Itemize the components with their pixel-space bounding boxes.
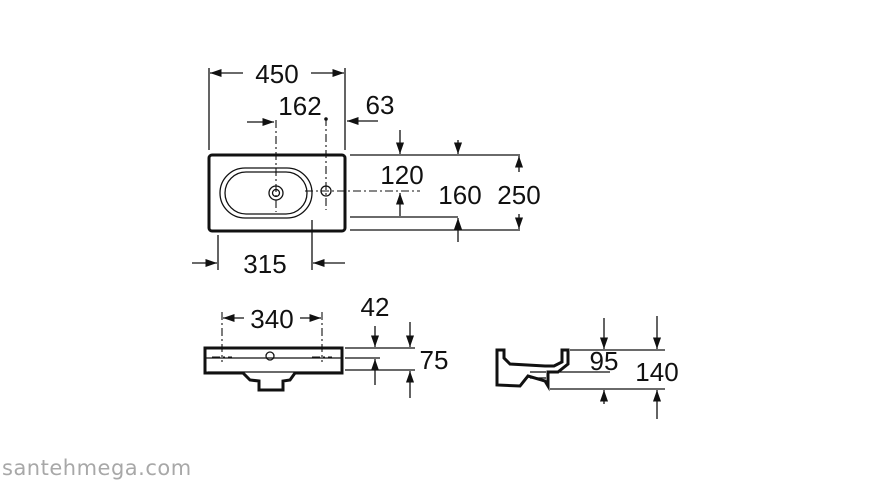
watermark: santehmega.com — [2, 456, 192, 480]
dim-edge-offset: 63 — [366, 90, 395, 120]
dim-front-height: 75 — [420, 345, 449, 375]
basin-outline-top — [207, 153, 347, 233]
bowl-inner — [224, 171, 308, 215]
dim-tap-offset: 162 — [278, 91, 321, 121]
top-view: 450 162 63 120 160 250 315 — [192, 59, 541, 279]
bowl-outline — [219, 167, 313, 219]
basin-outline-side — [495, 348, 570, 392]
dim-fixing-distance: 340 — [250, 304, 293, 334]
dim-rim-thickness: 42 — [361, 292, 390, 322]
tap-hole-front-icon — [265, 351, 275, 361]
dim-overall-width: 450 — [255, 59, 298, 89]
dim-tap-depth: 120 — [380, 160, 423, 190]
basin-outline-front — [203, 346, 344, 392]
dim-bowl-width: 315 — [243, 249, 286, 279]
dim-overall-depth: 250 — [497, 180, 540, 210]
dim-inner-height: 95 — [590, 346, 619, 376]
side-view: 95 140 — [495, 316, 679, 419]
front-view: 340 42 75 — [203, 292, 449, 398]
dim-bowl-depth: 160 — [438, 180, 481, 210]
dim-total-height: 140 — [635, 357, 678, 387]
